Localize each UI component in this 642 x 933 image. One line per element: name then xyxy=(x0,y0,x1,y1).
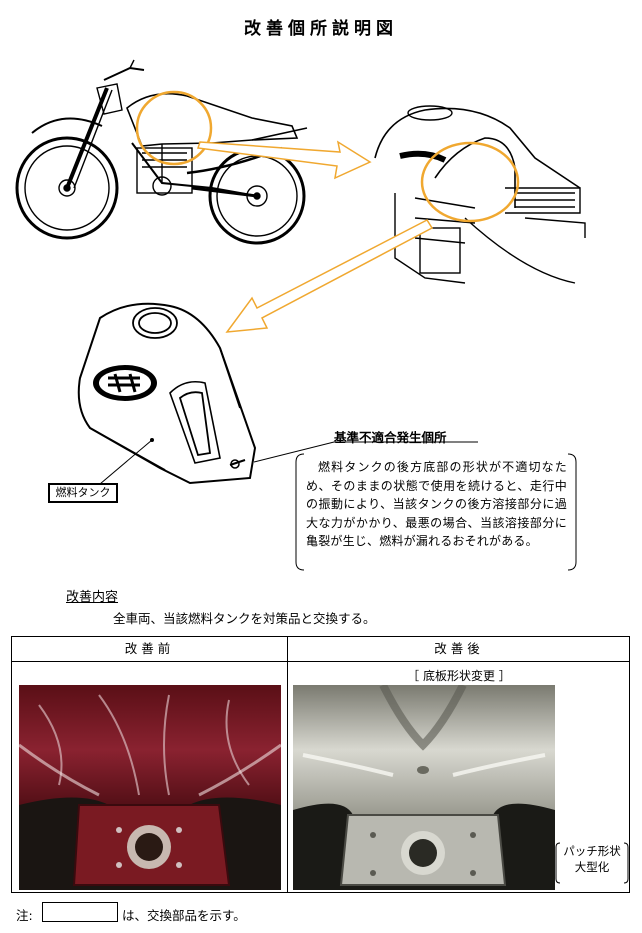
note-text: は、交換部品を示す。 xyxy=(122,908,246,923)
patch-note-line1: パッチ形状 xyxy=(563,844,621,858)
table-header-divider xyxy=(12,661,629,662)
page-title: 改善個所説明図 xyxy=(244,19,398,39)
table-column-divider xyxy=(287,637,288,892)
fuel-tank-illustration xyxy=(77,302,257,485)
patch-note-bracket xyxy=(555,842,629,884)
improvement-text: 全車両、当該燃料タンクを対策品と交換する。 xyxy=(113,611,376,626)
after-subheading: ［ 底板形状変更 ］ xyxy=(407,669,511,683)
arrow-to-closeup xyxy=(197,140,372,180)
description-bracket xyxy=(295,453,577,571)
comparison-table: 改善前 改善後 ［ 底板形状変更 ］ xyxy=(11,636,630,893)
patch-note-line2: 大型化 xyxy=(574,860,610,874)
description-text: 燃料タンクの後方底部の形状が不適切なため、そのままの状態で使用を続けると、走行中… xyxy=(306,460,567,548)
nonconformity-heading: 基準不適合発生個所 xyxy=(334,430,447,445)
after-header: 改善後 xyxy=(434,641,484,656)
before-header: 改善前 xyxy=(124,641,175,656)
before-photo xyxy=(19,685,281,890)
nonconformity-description: 燃料タンクの後方底部の形状が不適切なため、そのままの状態で使用を続けると、走行中… xyxy=(298,455,573,568)
tank-closeup-illustration xyxy=(374,105,586,284)
fuel-tank-label: 燃料タンク xyxy=(48,483,118,503)
motorcycle-illustration xyxy=(15,59,308,245)
note-prefix: 注: xyxy=(16,908,33,923)
improvement-heading: 改善内容 xyxy=(66,590,119,605)
arrow-to-tank xyxy=(225,219,434,333)
note-legend-box xyxy=(42,902,118,922)
after-photo xyxy=(293,685,555,890)
patch-note: パッチ形状 大型化 xyxy=(557,843,627,875)
